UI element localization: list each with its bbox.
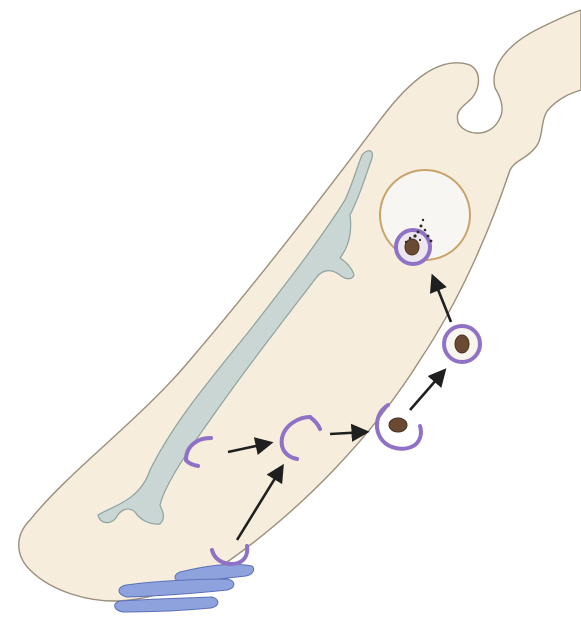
food-particle-degrading: [405, 239, 419, 255]
food-particle: [455, 335, 469, 353]
arrow-phagosome-to-closed: [410, 371, 444, 410]
food-particle: [389, 418, 407, 432]
phagosome-forming: [377, 405, 421, 449]
phagosome-closed: [444, 326, 480, 362]
